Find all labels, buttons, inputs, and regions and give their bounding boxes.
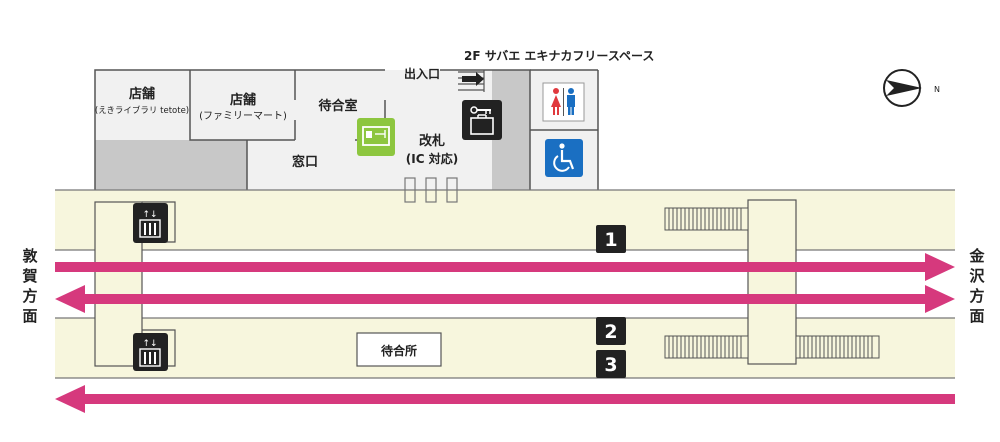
platform-1-badge [596, 225, 626, 253]
ticket-gates [404, 177, 458, 203]
gate-label: 改札 [419, 133, 445, 149]
shop1-title: 店舗 [129, 86, 155, 102]
wheelchair-icon [545, 139, 583, 177]
direction-right-char: 面 [969, 307, 984, 325]
track-1-bar [55, 262, 929, 272]
compass-north-label: N [934, 85, 940, 94]
direction-left-char: 賀 [21, 267, 37, 285]
exit-label: 出入口 [404, 66, 440, 81]
building-dark-block-left [95, 140, 247, 190]
platform-1-number: 1 [604, 229, 617, 251]
track-2-bar [82, 294, 928, 304]
track-3-arrowhead-left [55, 385, 85, 413]
track-3-bar [82, 394, 955, 404]
track-2-arrowhead-left [55, 285, 85, 313]
track-2-arrowhead-right [925, 285, 955, 313]
platform-3-badge [596, 350, 626, 378]
svg-text:↑↓: ↑↓ [142, 339, 157, 349]
restroom-icon [542, 82, 585, 122]
coin-locker-icon [462, 100, 502, 140]
shop2-title: 店舗 [230, 92, 256, 108]
stairs-lower-left [664, 335, 749, 359]
track-1-arrowhead-right [925, 253, 955, 281]
waiting-room-label: 待合室 [317, 98, 357, 114]
gate-ic-label: (IC 対応) [406, 151, 458, 166]
elevator-icon: ↑↓ [133, 203, 168, 243]
platform-waiting-label: 待合所 [381, 343, 417, 358]
compass-icon [883, 69, 922, 107]
direction-left-char: 敦 [22, 247, 38, 265]
direction-right-char: 方 [969, 287, 984, 305]
direction-right-char: 金 [968, 247, 985, 265]
stairs-lower-right [795, 335, 880, 359]
exit-arrow-icon [462, 72, 484, 86]
shop2-subtitle: (ファミリーマート) [199, 111, 287, 122]
platform-1-area [55, 190, 955, 250]
direction-left-char: 方 [22, 287, 37, 305]
platform-3-number: 3 [604, 354, 617, 376]
shop1-subtitle: (えきライブラリ tetote) [95, 105, 189, 116]
stairs-upper [664, 207, 749, 231]
footbridge [747, 199, 797, 365]
direction-left-char: 面 [22, 307, 37, 325]
svg-text:↑↓: ↑↓ [142, 210, 157, 220]
upper-floor-label: 2F サバエ エキナカフリースペース [464, 49, 654, 63]
direction-right-char: 沢 [969, 267, 985, 285]
track-arrows [55, 253, 955, 413]
platform-waiting-area [356, 332, 442, 367]
elevator-icon: ↑↓ [133, 333, 168, 371]
platform-2-number: 2 [604, 321, 617, 343]
ticket-machine-icon [357, 118, 395, 156]
ticket-window-label: 窓口 [292, 154, 318, 170]
platform-2-badge [596, 317, 626, 345]
